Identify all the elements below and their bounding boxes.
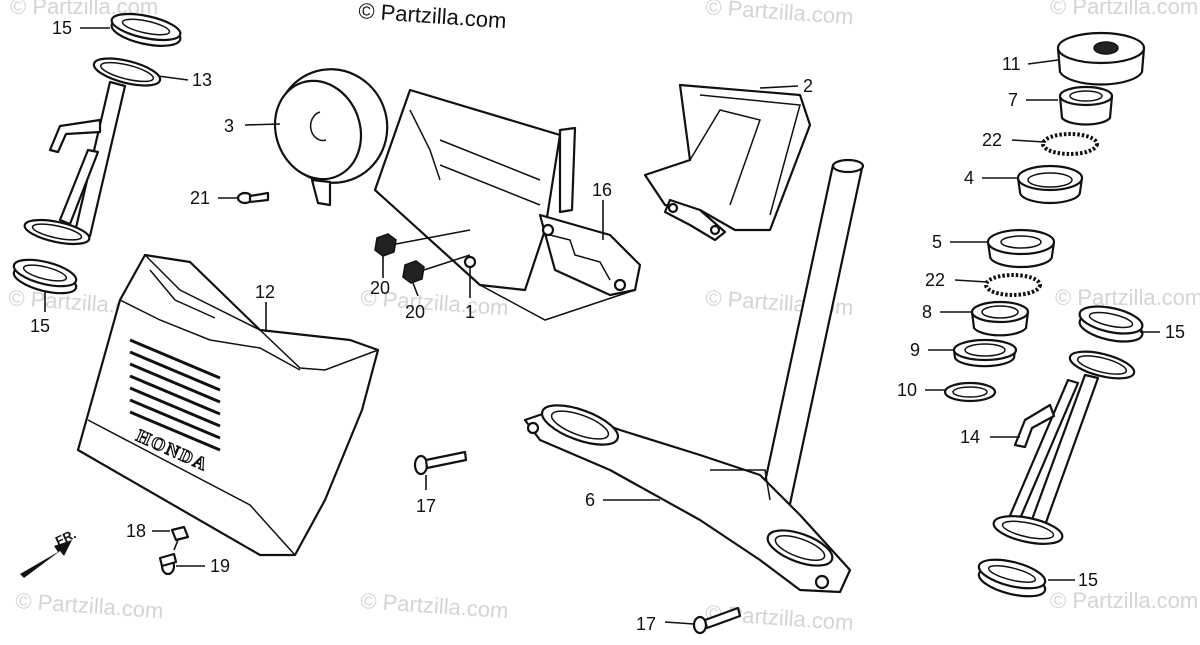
callout-17: 17 (416, 496, 436, 516)
callout-19: 19 (210, 556, 230, 576)
forward-direction-arrow: FR. (20, 526, 78, 578)
fasteners-20 (374, 229, 477, 284)
steering-nut-11 (1056, 31, 1146, 86)
callout-9: 9 (910, 340, 920, 360)
callout-18: 18 (126, 521, 146, 541)
callout-20: 20 (370, 278, 390, 298)
copyright-notice: © Partzilla.com (358, 0, 508, 33)
washer-10 (943, 381, 997, 403)
cone-race-8 (970, 300, 1030, 337)
callout-15: 15 (1078, 570, 1098, 590)
bolt-17-upper (413, 450, 468, 476)
callout-6: 6 (585, 490, 595, 510)
callout-15: 15 (52, 18, 72, 38)
left-fork-cover (12, 12, 182, 295)
steel-balls-22-upper (1041, 132, 1099, 156)
callout-4: 4 (964, 168, 974, 188)
cover-2 (643, 83, 812, 242)
callout-2: 2 (803, 76, 813, 96)
watermark: © Partzilla.com (1055, 285, 1200, 310)
callout-20: 20 (405, 302, 425, 322)
screw-18 (170, 525, 190, 551)
callout-22: 22 (925, 270, 945, 290)
watermark: © Partzilla.com (1050, 588, 1198, 613)
leader-lines (44, 27, 1160, 625)
callout-3: 3 (224, 116, 234, 136)
forward-label: FR. (53, 526, 78, 548)
screw-19 (158, 552, 178, 576)
watermark: © Partzilla.com (705, 0, 855, 29)
callout-14: 14 (960, 427, 980, 447)
callout-7: 7 (1008, 90, 1018, 110)
callout-13: 13 (192, 70, 212, 90)
callout-1: 1 (465, 302, 475, 322)
callout-8: 8 (922, 302, 932, 322)
dust-seal-9 (952, 338, 1018, 368)
front-cover-12: HONDA (76, 253, 380, 557)
front-cover-grille (129, 338, 221, 452)
steering-stem (523, 158, 865, 594)
watermark: © Partzilla.com (15, 588, 165, 623)
callout-5: 5 (932, 232, 942, 252)
ball-race-5 (986, 228, 1056, 269)
callout-17: 17 (636, 614, 656, 634)
watermark: © Partzilla.com (360, 588, 510, 623)
bolt-21 (236, 191, 270, 205)
watermark: © Partzilla.com (1050, 0, 1198, 19)
horn (273, 68, 389, 207)
callout-16: 16 (592, 180, 612, 200)
callout-15: 15 (30, 316, 50, 336)
callout-11: 11 (1002, 54, 1021, 74)
cone-race-7 (1058, 85, 1114, 126)
callout-21: 21 (190, 188, 210, 208)
right-fork-cover (977, 305, 1144, 598)
callout-10: 10 (897, 380, 917, 400)
callout-labels: 15 13 3 21 15 12 20 20 1 16 2 11 7 22 4 … (30, 18, 1185, 634)
callout-15: 15 (1165, 322, 1185, 342)
bolt-17-lower (692, 606, 742, 635)
callout-22: 22 (982, 130, 1002, 150)
steel-balls-22-lower (984, 273, 1042, 297)
ball-race-4 (1016, 164, 1084, 205)
headlight-case (373, 88, 642, 321)
callout-12: 12 (255, 282, 275, 302)
